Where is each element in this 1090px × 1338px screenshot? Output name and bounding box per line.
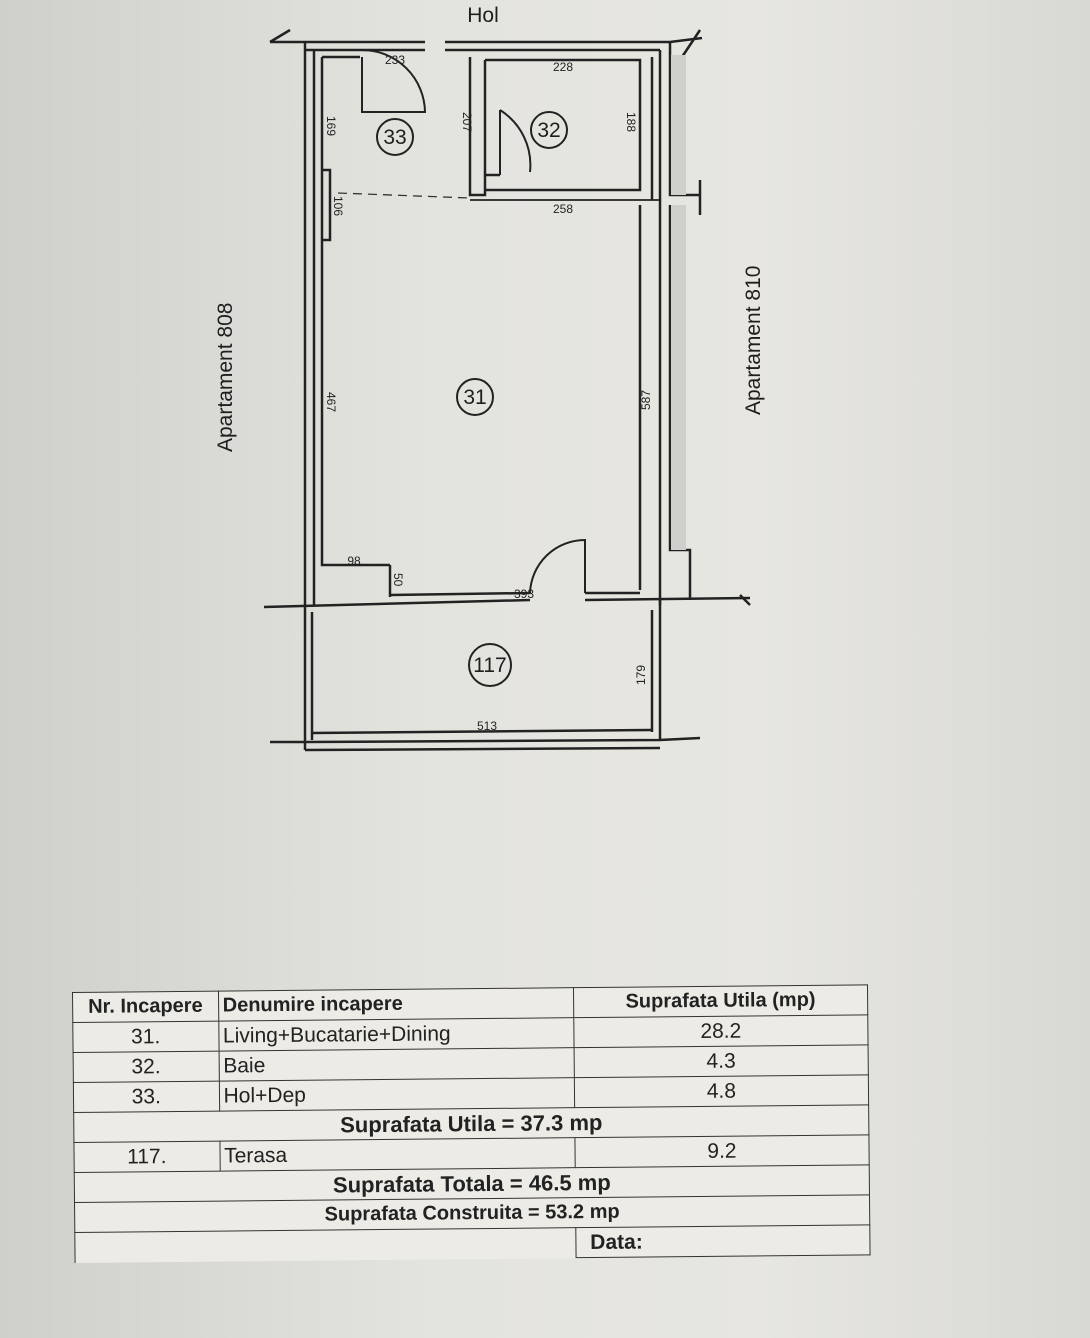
row-name: Hol+Dep [218, 1077, 575, 1112]
right-neighbor-label: Apartament 810 [742, 266, 765, 415]
entry-door [361, 49, 427, 113]
header-nr: Nr. Incapere [72, 991, 219, 1023]
dim-living-step: 50 [391, 573, 405, 587]
row-nr: 33. [73, 1081, 220, 1113]
dim-hol-partition: 207 [460, 112, 474, 132]
room-117-circle [468, 643, 512, 687]
room-117-label: 117 [473, 654, 506, 677]
row-area: 28.2 [573, 1014, 869, 1048]
bath-door [499, 109, 532, 175]
dim-bath-height: 188 [624, 112, 638, 132]
room-31-label: 31 [463, 386, 486, 409]
dim-terrace-width: 513 [477, 719, 497, 733]
row-nr: 31. [72, 1021, 219, 1053]
dim-hol-top: 233 [385, 53, 405, 67]
dim-terrace-depth: 179 [634, 665, 648, 685]
doors [361, 49, 586, 594]
floor-plan: 33 32 31 117 Hol Apartament 808 Apartame… [214, 4, 765, 752]
corridor-label: Hol [467, 4, 499, 27]
room-32-circle [530, 111, 568, 149]
row-name: Living+Bucatarie+Dining [218, 1017, 574, 1052]
header-area: Suprafata Utila (mp) [573, 984, 868, 1018]
dim-living-bottom-left: 98 [347, 554, 361, 568]
room-markers [376, 111, 568, 687]
wall-hatch [671, 205, 686, 550]
row-name: Terasa [219, 1137, 576, 1172]
left-neighbor-label: Apartament 808 [214, 303, 237, 452]
date-spacer [74, 1227, 576, 1263]
row-area: 9.2 [574, 1134, 870, 1168]
room-32-label: 32 [537, 119, 560, 142]
date-label: Data: [575, 1224, 871, 1258]
row-nr: 32. [73, 1051, 219, 1083]
row-name: Baie [218, 1047, 575, 1082]
date-row: Data: [74, 1224, 871, 1263]
dim-hol-height: 169 [324, 116, 338, 136]
dim-living-right: 587 [639, 390, 653, 410]
room-33-label: 33 [383, 126, 406, 149]
area-table-wrapper: Nr. Incapere Denumire incapere Suprafata… [72, 984, 871, 1263]
dim-living-top: 258 [553, 202, 573, 216]
opening-line [337, 192, 471, 199]
terrace-door [529, 538, 586, 594]
dim-bath-top: 228 [553, 60, 573, 74]
room-31-circle [456, 378, 494, 416]
dim-living-bottom: 393 [514, 587, 534, 601]
header-name: Denumire incapere [218, 987, 574, 1022]
dim-living-left: 467 [324, 392, 338, 412]
row-nr: 117. [73, 1141, 220, 1173]
row-area: 4.8 [574, 1074, 869, 1108]
wall-hatch [671, 55, 686, 195]
dim-hol-niche: 106 [331, 196, 345, 216]
room-33-circle [376, 118, 414, 156]
outer-walls [263, 28, 751, 752]
row-area: 4.3 [573, 1044, 869, 1078]
area-table: Nr. Incapere Denumire incapere Suprafata… [72, 984, 871, 1263]
